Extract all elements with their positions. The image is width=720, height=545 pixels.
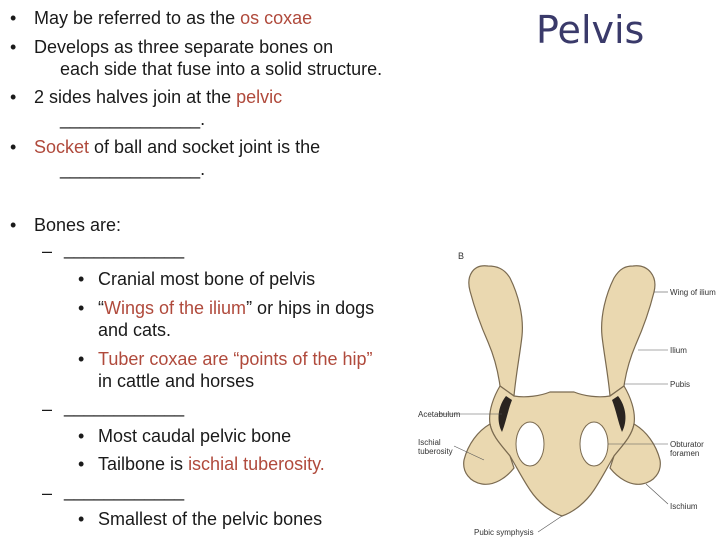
bullet-os-coxae: May be referred to as the os coxae (34, 8, 313, 28)
bullet-marker: • (78, 509, 85, 529)
sub-blank-ilium: ____________ (64, 239, 185, 259)
sub-blank-pubis: ____________ (64, 481, 185, 501)
bullet-marker: • (10, 215, 17, 235)
ilium-cranial: Cranial most bone of pelvis (98, 269, 316, 289)
label-ilium: Ilium (670, 346, 687, 355)
ilium-tuber-coxae: Tuber coxae are “points of the hip” (98, 349, 373, 369)
pubis-smallest: Smallest of the pelvic bones (98, 509, 323, 529)
bullet-halves-line1: 2 sides halves join at the pelvic (34, 87, 283, 107)
dash-marker: – (42, 399, 53, 419)
bullet-marker: • (10, 87, 17, 107)
panel-letter: B (458, 251, 465, 261)
dash-marker: – (42, 483, 53, 503)
label-ischium: Ischium (670, 502, 698, 511)
sub-blank-ischium: ____________ (64, 397, 185, 417)
bullet-marker: • (78, 269, 85, 289)
label-pubic-symphysis: Pubic symphysis (474, 528, 534, 537)
ilium-wings: “Wings of the ilium” or hips in dogs (98, 298, 375, 318)
bullet-marker: • (78, 454, 85, 474)
label-wing-of-ilium: Wing of ilium (670, 288, 716, 297)
ilium-wings-line2: and cats. (98, 320, 172, 340)
pelvis-illustration: B Wing of ilium Ilium Pubis Acetabulum I… (418, 246, 720, 540)
bullet-marker: • (10, 37, 17, 57)
label-pubis: Pubis (670, 380, 691, 389)
bullet-develops-line1: Develops as three separate bones on (34, 37, 334, 57)
bullet-develops-line2: each side that fuse into a solid structu… (60, 59, 383, 79)
bullet-marker: • (10, 137, 17, 157)
bullet-socket-line1: Socket of ball and socket joint is the (34, 137, 321, 157)
bullet-marker: • (78, 298, 85, 318)
bullet-marker: • (10, 8, 17, 28)
bullet-halves-blank: ______________. (60, 109, 206, 129)
label-acetabulum: Acetabulum (418, 410, 461, 419)
bullet-bones-are: Bones are: (34, 215, 122, 235)
dash-marker: – (42, 241, 53, 261)
bullet-marker: • (78, 426, 85, 446)
slide-title: Pelvis (536, 8, 645, 52)
ischium-tailbone: Tailbone is ischial tuberosity. (98, 454, 325, 474)
pelvis-bone-drawing (438, 265, 669, 533)
bullet-socket-blank: ______________. (60, 159, 206, 179)
ischium-caudal: Most caudal pelvic bone (98, 426, 292, 446)
ilium-tuber-coxae-line2: in cattle and horses (98, 371, 255, 391)
bullet-marker: • (78, 349, 85, 369)
